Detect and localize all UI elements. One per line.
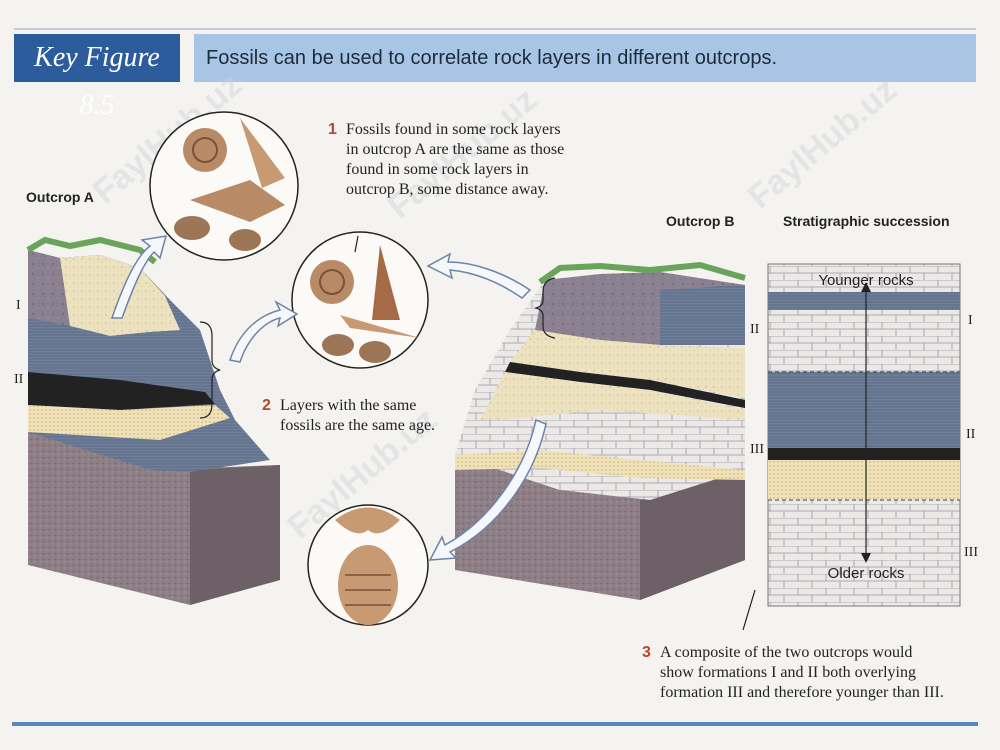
- outcrop-b-layer-3: III: [750, 442, 764, 457]
- brackets: [199, 235, 756, 631]
- outcrop-a-layer-1: I: [16, 298, 21, 313]
- fossil-circle-bottom: [307, 504, 429, 626]
- step-3-text: 3 A composite of the two outcrops would …: [642, 643, 980, 703]
- outcrop-b-layer-2: II: [750, 322, 760, 337]
- outcrop-b-label: Outcrop B: [666, 213, 735, 229]
- step-1-text: 1 Fossils found in some rock layers in o…: [328, 120, 606, 200]
- figure-title-bar: Key Figure 8.5 Fossils can be used to co…: [14, 34, 976, 121]
- figure-title: Fossils can be used to correlate rock la…: [194, 34, 976, 82]
- succession-label: Stratigraphic succession: [783, 213, 950, 229]
- fossil-circle-middle: [291, 231, 429, 369]
- succession-layer-1: I: [968, 313, 973, 328]
- step-1-line-1: Fossils found in some rock layers: [346, 121, 561, 138]
- step-2-line-1: Layers with the same: [280, 397, 417, 414]
- step-1-line-4: outcrop B, some distance away.: [346, 181, 549, 198]
- outcrop-a-block: [26, 236, 280, 605]
- fossil-circle-top: [149, 111, 299, 261]
- step-2-number: 2: [262, 397, 271, 414]
- key-figure-label: Key Figure 8.5: [14, 34, 180, 121]
- step-1-line-3: found in some rock layers in: [346, 161, 529, 178]
- older-rocks-label: Older rocks: [827, 565, 905, 582]
- svg-text:FaylHub.uz: FaylHub.uz: [741, 70, 904, 216]
- step-1-number: 1: [328, 121, 337, 138]
- bottom-rule: [12, 722, 978, 726]
- outcrop-b-block: [455, 261, 746, 600]
- step-2-line-2: fossils are the same age.: [280, 417, 436, 434]
- step-3-line-2: show formations I and II both overlying: [660, 664, 916, 681]
- succession-layer-2: II: [966, 427, 976, 442]
- step-3-line-3: formation III and therefore younger than…: [660, 684, 944, 701]
- connector-arrows: [110, 235, 547, 561]
- step-3-number: 3: [642, 644, 651, 661]
- outcrop-a-label: Outcrop A: [26, 189, 94, 205]
- younger-rocks-label: Younger rocks: [818, 272, 914, 289]
- succession-layer-3: III: [964, 545, 978, 560]
- stratigraphic-column: [767, 263, 961, 607]
- step-1-line-2: in outcrop A are the same as those: [346, 141, 565, 158]
- top-rule: [14, 28, 976, 30]
- step-3-line-1: A composite of the two outcrops would: [660, 644, 913, 661]
- outcrop-a-layer-2: II: [14, 372, 24, 387]
- step-2-text: 2 Layers with the same fossils are the s…: [262, 396, 480, 436]
